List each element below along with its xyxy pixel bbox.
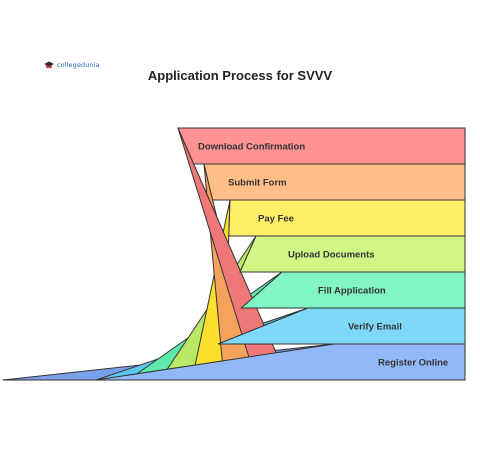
step-label: Register Online bbox=[378, 358, 448, 369]
step-label: Download Confirmation bbox=[198, 142, 305, 153]
step-label: Fill Application bbox=[318, 286, 386, 297]
step-label: Upload Documents bbox=[288, 250, 375, 261]
graduation-cap-icon bbox=[44, 61, 54, 69]
step-triangles bbox=[2, 127, 335, 381]
step-band: Submit Form bbox=[203, 163, 466, 201]
brand-logo: collegedunia bbox=[44, 61, 100, 69]
step-label: Verify Email bbox=[348, 322, 402, 333]
brand-name: collegedunia bbox=[57, 61, 100, 69]
step-label: Pay Fee bbox=[258, 214, 294, 225]
step-band: Pay Fee bbox=[228, 199, 466, 237]
diagram-title: Application Process for SVVV bbox=[147, 68, 333, 83]
step-band-shape bbox=[95, 343, 466, 381]
step-band: Register Online bbox=[95, 343, 466, 381]
step-band: Upload Documents bbox=[239, 235, 466, 273]
step-label: Submit Form bbox=[228, 178, 287, 189]
step-band: Download Confirmation bbox=[177, 127, 466, 165]
